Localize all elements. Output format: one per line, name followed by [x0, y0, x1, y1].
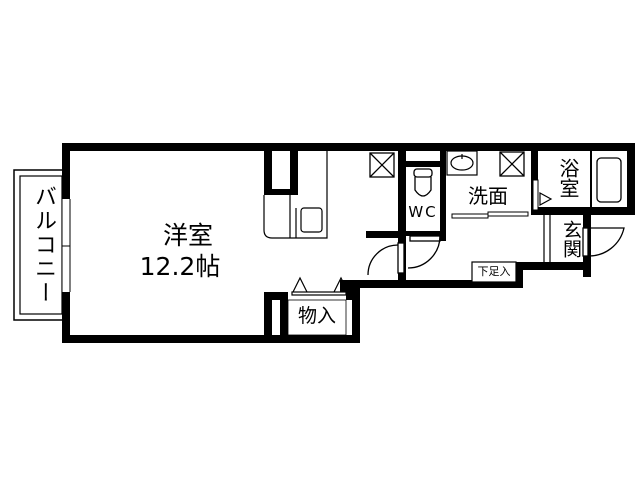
ventilation-icon: [369, 151, 525, 178]
wash-basin-icon: [446, 150, 478, 176]
toilet-icon: [413, 168, 433, 197]
washroom-label: 洗面: [468, 184, 508, 208]
interior-walls: [264, 143, 592, 343]
kitchen-counter: [263, 151, 328, 239]
washroom-sliding-door[interactable]: [451, 211, 529, 219]
shoe-cabinet: [471, 261, 517, 283]
shoe-cabinet-label: 下足入: [477, 265, 511, 278]
sink-icon: [300, 207, 323, 233]
entrance-door[interactable]: [582, 227, 625, 257]
western-room-label: 洋室: [162, 221, 213, 250]
wc-label: WC: [408, 203, 438, 221]
wc-door[interactable]: [407, 235, 441, 269]
entrance-step: [543, 215, 551, 262]
bathtub-icon: [596, 157, 622, 203]
balcony-label: バルコニー: [31, 185, 56, 305]
balcony-window: [61, 199, 71, 292]
entrance-label: 玄関: [560, 220, 582, 258]
bathroom-label: 浴室: [556, 158, 580, 198]
western-room-size: 12.2帖: [139, 252, 221, 281]
storage-label: 物入: [297, 305, 336, 327]
storage-room: [287, 299, 347, 336]
storage-door[interactable]: [291, 276, 349, 296]
room-door[interactable]: [367, 242, 405, 276]
bathroom-door[interactable]: [532, 179, 553, 211]
